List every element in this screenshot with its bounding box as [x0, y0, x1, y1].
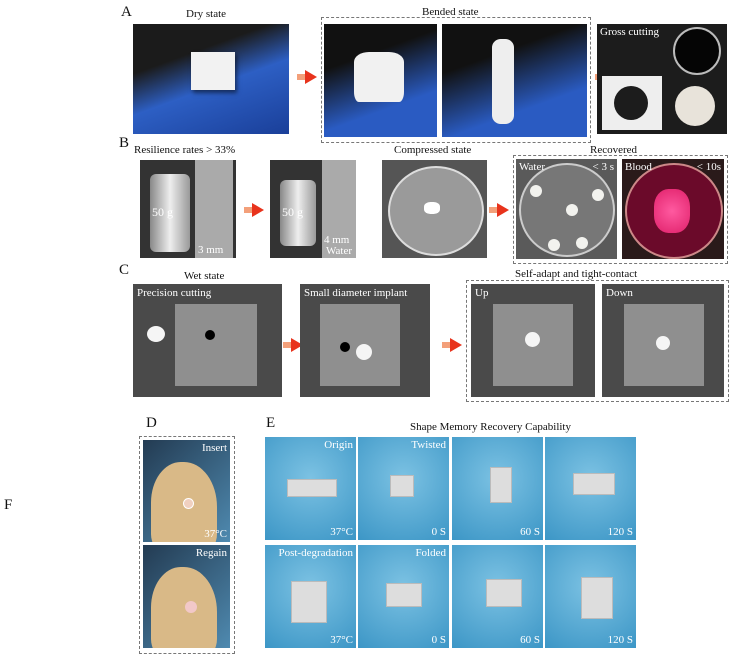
label-implant: Small diameter implant — [304, 287, 408, 299]
label-stage: Origin — [324, 439, 353, 451]
label-time: 37°C — [330, 634, 353, 646]
label-down: Down — [606, 287, 633, 299]
panel-label-c: C — [119, 262, 130, 278]
photo-precision-cutting: Precision cutting — [133, 284, 282, 397]
photo-water: Water < 3 s — [516, 159, 617, 259]
caption-wet-state: Wet state — [184, 270, 225, 282]
photo-compressed — [382, 160, 487, 258]
caption-shape-memory: Shape Memory Recovery Capability — [410, 421, 571, 433]
photo-insert: Insert 37°C — [143, 440, 230, 542]
label-time: 0 S — [431, 526, 446, 538]
shape-memory-photo: 60 S — [452, 545, 543, 648]
photo-dry-state — [133, 24, 289, 134]
panel-label-d: D — [146, 415, 157, 431]
label-blood-time: < 10s — [696, 161, 721, 173]
label-weight: 50 g — [152, 205, 173, 219]
photo-down: Down — [602, 284, 724, 397]
recovered-group-box — [513, 155, 728, 264]
label-time: 60 S — [520, 634, 540, 646]
label-water-time: < 3 s — [592, 161, 614, 173]
caption-resilience: Resilience rates > 33% — [134, 144, 236, 156]
panel-label-f: F — [4, 497, 13, 513]
label-time: 60 S — [520, 526, 540, 538]
shape-memory-photo: 120 S — [545, 437, 636, 540]
photo-weight-after: 50 g 4 mm Water — [270, 160, 356, 258]
self-adapt-group-box — [466, 280, 729, 402]
label-stage: Twisted — [411, 439, 446, 451]
photo-gross-cutting: Gross cutting — [597, 24, 727, 134]
caption-dry-state: Dry state — [186, 8, 227, 20]
shape-memory-photo: Origin 37°C — [265, 437, 356, 540]
label-water-arrow: Water — [326, 245, 352, 257]
shape-memory-photo: Twisted 0 S — [358, 437, 449, 540]
label-insert: Insert — [201, 442, 227, 454]
label-blood: Blood — [625, 161, 652, 173]
label-time: 120 S — [607, 634, 633, 646]
label-gross-cutting: Gross cutting — [600, 26, 659, 38]
arrow-icon — [489, 203, 509, 217]
insert-group-box — [139, 436, 235, 654]
label-mm: 3 mm — [198, 244, 224, 256]
shape-memory-photo: Folded 0 S — [358, 545, 449, 648]
shape-memory-photo: 60 S — [452, 437, 543, 540]
photo-regain: Regain — [143, 545, 230, 648]
label-stage: Post-degradation — [278, 547, 353, 559]
caption-recovered: Recovered — [590, 144, 638, 156]
photo-bended-2 — [442, 24, 587, 137]
label-mm: 4 mm — [324, 234, 350, 246]
caption-bended-state: Bended state — [422, 6, 479, 18]
label-weight: 50 g — [282, 205, 303, 219]
photo-weight-before: 50 g 3 mm — [140, 160, 236, 258]
label-time: 37°C — [330, 526, 353, 538]
arrow-icon — [442, 338, 462, 352]
caption-compressed: Compressed state — [394, 144, 472, 156]
label-precision: Precision cutting — [137, 287, 212, 299]
label-temp: 37°C — [204, 528, 227, 540]
photo-up: Up — [471, 284, 595, 397]
label-stage: Folded — [415, 547, 446, 559]
caption-self-adapt: Self-adapt and tight-contact — [515, 268, 638, 280]
label-time: 0 S — [431, 634, 446, 646]
panel-label-e: E — [266, 415, 276, 431]
arrow-icon — [244, 203, 264, 217]
label-regain: Regain — [195, 547, 227, 559]
panel-label-b: B — [119, 135, 130, 151]
label-time: 120 S — [607, 526, 633, 538]
photo-blood: Blood < 10s — [622, 159, 724, 259]
arrow-icon — [297, 70, 317, 84]
shape-memory-photo: 120 S — [545, 545, 636, 648]
photo-small-implant: Small diameter implant — [300, 284, 430, 397]
label-up: Up — [475, 287, 489, 299]
panel-label-a: A — [121, 4, 132, 20]
shape-memory-photo: Post-degradation 37°C — [265, 545, 356, 648]
label-water: Water — [519, 161, 545, 173]
bended-group-box — [321, 17, 591, 143]
photo-bended-1 — [324, 24, 437, 137]
